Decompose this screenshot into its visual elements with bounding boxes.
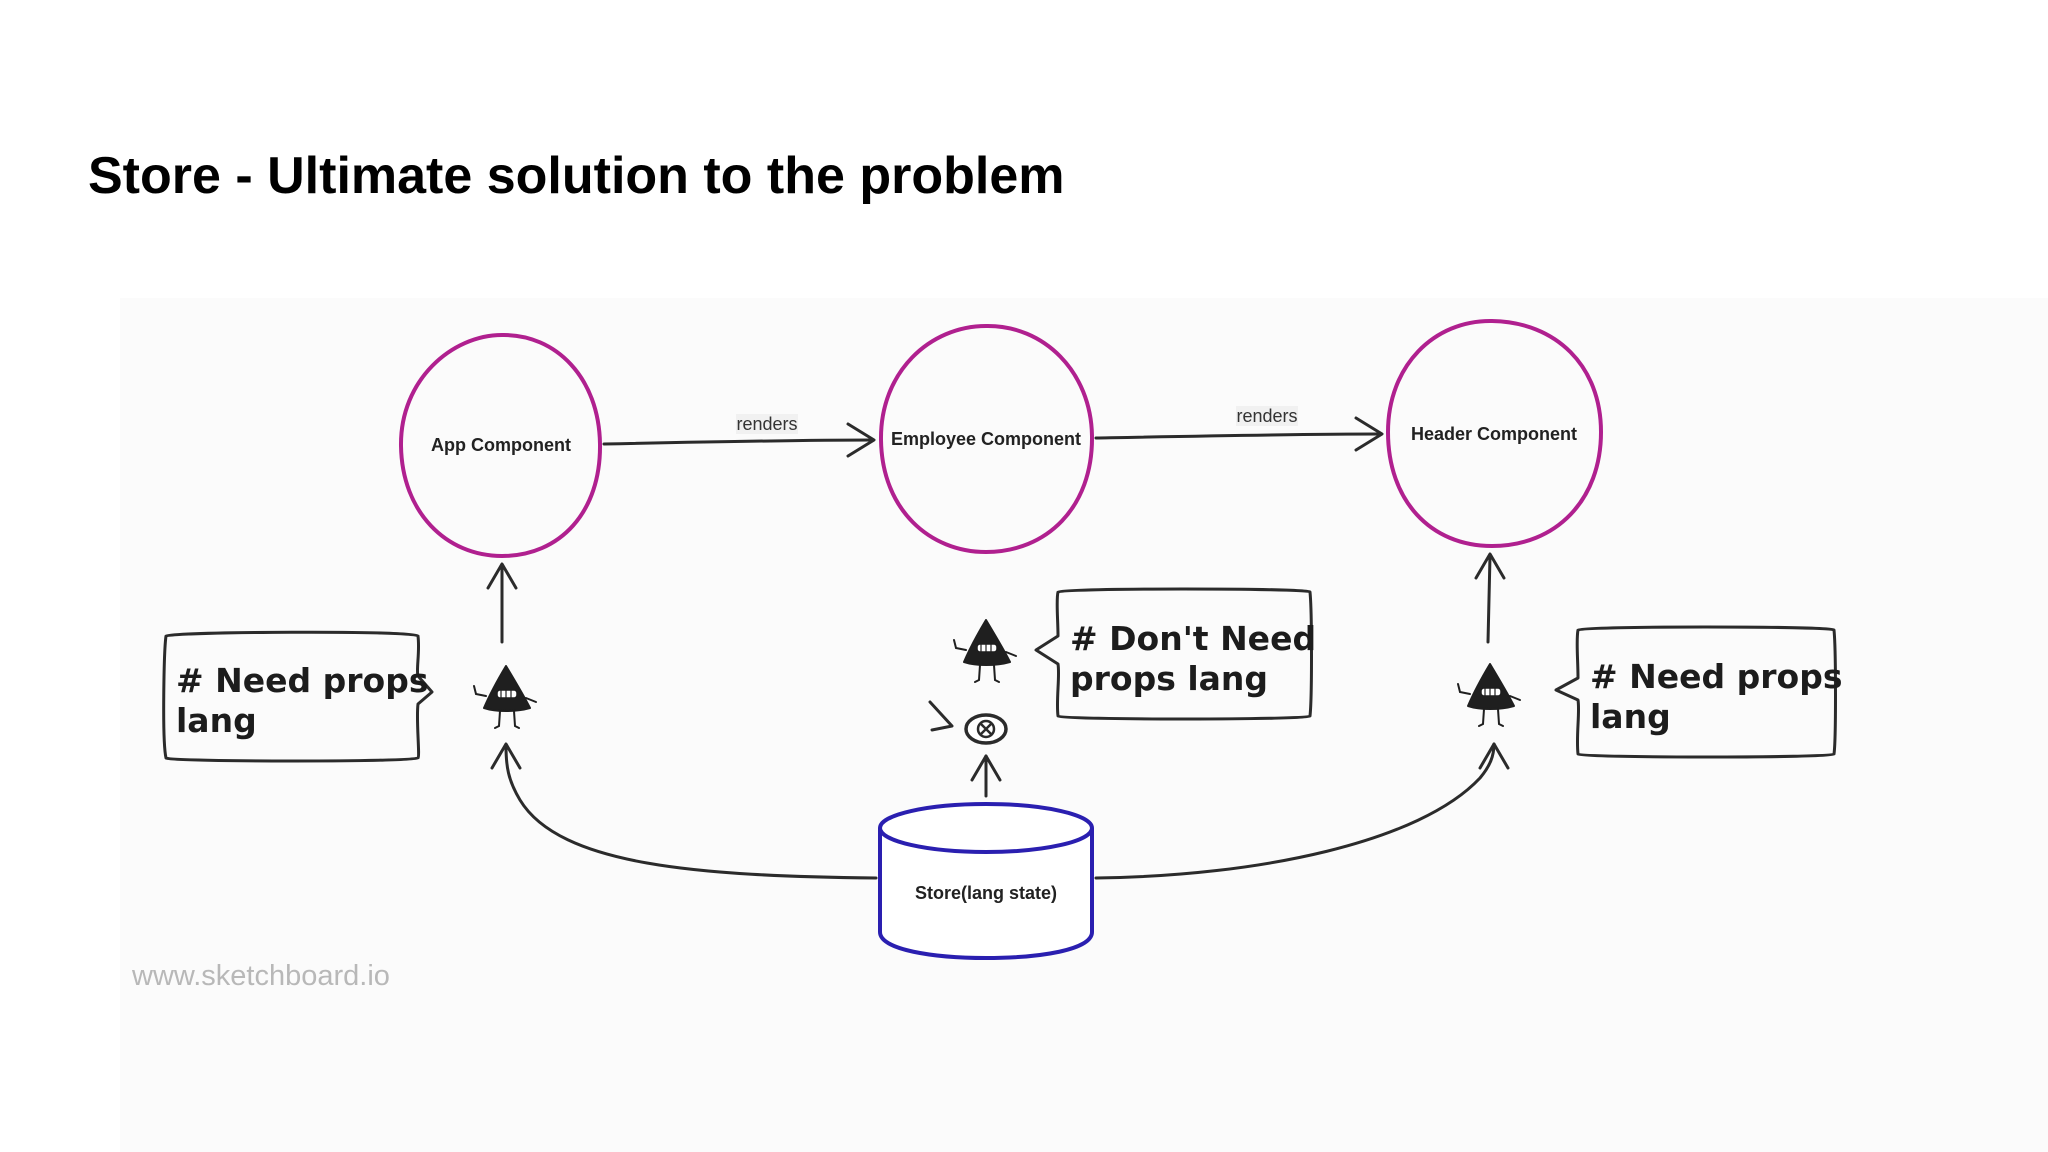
employee-component-node: Employee Component <box>878 323 1095 555</box>
renders-arrow-employee-to-header: renders <box>1094 406 1384 452</box>
renders-arrow-app-to-employee: renders <box>602 414 876 458</box>
renders-label-1: renders <box>736 414 797 434</box>
header-component-node: Header Component <box>1385 318 1604 549</box>
character-icon-right <box>1457 663 1521 727</box>
callout-left-line-1: # Need props <box>176 661 428 700</box>
character-icon-left <box>473 665 537 729</box>
callout-left-line-2: lang <box>176 701 257 740</box>
store-to-employee-blocked-path <box>928 700 1008 798</box>
sketchboard-watermark: www.sketchboard.io <box>131 960 390 992</box>
employee-component-label: Employee Component <box>891 429 1081 449</box>
character-icon-middle <box>953 619 1017 683</box>
app-component-node: App Component <box>398 332 603 559</box>
store-label: Store(lang state) <box>915 883 1057 903</box>
header-component-label: Header Component <box>1411 424 1577 444</box>
callout-left: # Need props lang <box>162 630 434 763</box>
store-to-header-path <box>1094 552 1510 880</box>
callout-right-line-1: # Need props <box>1590 657 1842 696</box>
store-node: Store(lang state) <box>878 802 1094 960</box>
blocked-icon <box>964 713 1008 745</box>
callout-middle: # Don't Need props lang <box>1034 587 1316 721</box>
slide-title: Store - Ultimate solution to the problem <box>88 147 1065 205</box>
callout-middle-line-2: props lang <box>1070 659 1268 698</box>
callout-right: # Need props lang <box>1554 625 1842 759</box>
callout-middle-line-1: # Don't Need <box>1070 619 1316 658</box>
renders-label-2: renders <box>1236 406 1297 426</box>
callout-right-line-2: lang <box>1590 697 1671 736</box>
store-to-app-path <box>486 562 878 880</box>
diagram-background <box>120 298 2048 1152</box>
app-component-label: App Component <box>431 435 571 455</box>
